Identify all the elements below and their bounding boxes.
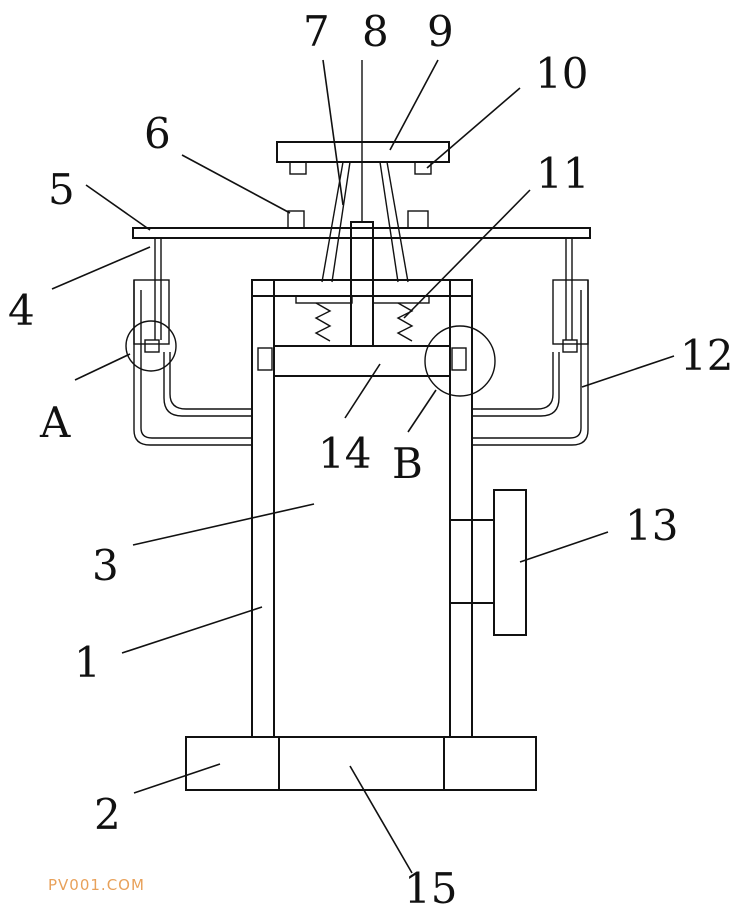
label-b: B	[392, 439, 423, 488]
label-2: 2	[94, 790, 121, 839]
label-12: 12	[680, 331, 733, 380]
callout-labels: 1 2 3 4 5 6 7 8 9 10 11 12 13 14 15 A B	[8, 7, 733, 909]
label-a: A	[39, 398, 71, 447]
label-14: 14	[318, 429, 371, 478]
base-plate	[185, 736, 537, 791]
top-platform	[132, 141, 591, 239]
central-rod	[350, 60, 374, 347]
label-8: 8	[362, 7, 389, 56]
label-9: 9	[427, 7, 454, 56]
label-1: 1	[74, 638, 101, 687]
label-11: 11	[536, 149, 589, 198]
label-15: 15	[404, 864, 457, 909]
label-6: 6	[144, 109, 171, 158]
label-13: 13	[625, 501, 678, 550]
label-3: 3	[92, 541, 119, 590]
detail-circle-a	[125, 320, 177, 372]
column-body	[251, 279, 473, 738]
side-motor-box	[449, 489, 527, 636]
label-4: 4	[8, 286, 35, 335]
label-5: 5	[48, 165, 75, 214]
leader-lines	[51, 59, 675, 874]
springs	[295, 295, 430, 342]
right-support	[472, 238, 589, 446]
detail-circle-b	[424, 325, 496, 397]
piston-plate	[257, 345, 467, 377]
label-7: 7	[303, 7, 330, 56]
label-10: 10	[535, 49, 588, 98]
left-support	[133, 238, 252, 446]
watermark: PV001.COM	[48, 876, 145, 894]
